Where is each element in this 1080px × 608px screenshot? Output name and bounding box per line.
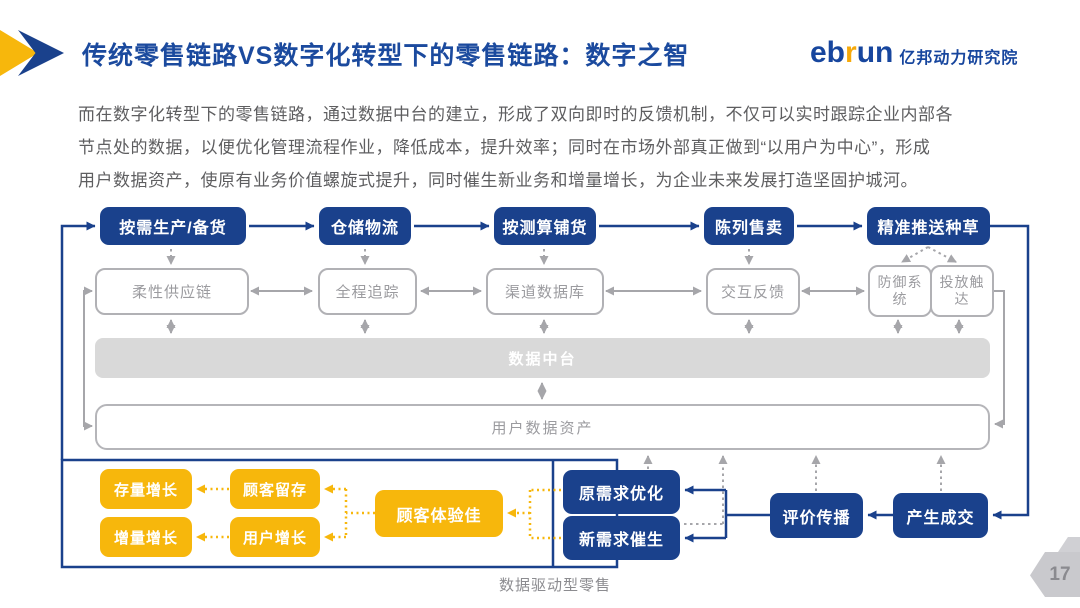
- brand-un: un: [856, 36, 894, 69]
- bottom-caption: 数据驱动型零售: [498, 577, 611, 594]
- intro-line: 节点处的数据，以便优化管理流程作业，降低成本，提升效率；同时在市场外部真正做到“…: [78, 138, 931, 157]
- flow-node-produce-on-demand: 按需生产/备货: [100, 207, 246, 245]
- brand-org-name: 亿邦动力研究院: [899, 50, 1019, 67]
- growth-box-stock-growth: 存量增长: [100, 469, 192, 509]
- growth-box-user-growth: 用户增长: [230, 517, 320, 557]
- capability-defense-system: 防御系统: [868, 265, 932, 317]
- page-number: 17: [1049, 563, 1071, 585]
- demand-box-original-optimized: 原需求优化: [563, 470, 680, 514]
- data-platform-bar: 数据中台: [95, 338, 990, 378]
- capability-channel-database: 渠道数据库: [486, 268, 604, 315]
- intro-paragraph: 而在数字化转型下的零售链路，通过数据中台的建立，形成了双向即时的反馈机制，不仅可…: [78, 98, 953, 197]
- flow-node-precision-push: 精准推送种草: [867, 207, 990, 245]
- demand-box-new-generated: 新需求催生: [563, 516, 680, 560]
- growth-box-customer-retention: 顾客留存: [230, 469, 320, 509]
- growth-box-incremental-growth: 增量增长: [100, 517, 192, 557]
- user-data-asset-bar: 用户数据资产: [95, 404, 990, 450]
- intro-line: 用户数据资产，使原有业务价值螺旋式提升，同时催生新业务和增量增长，为企业未来发展…: [78, 171, 918, 190]
- conversion-box-deal-made: 产生成交: [893, 493, 988, 538]
- brand-r: r: [845, 36, 857, 69]
- flow-node-warehouse-logistics: 仓储物流: [319, 207, 411, 245]
- brand-logo-text: ebrun: [810, 38, 893, 68]
- flow-node-calculated-distribution: 按测算铺货: [494, 207, 596, 245]
- capability-interactive-feedback: 交互反馈: [706, 268, 800, 315]
- intro-line: 而在数字化转型下的零售链路，通过数据中台的建立，形成了双向即时的反馈机制，不仅可…: [78, 105, 953, 124]
- capability-flexible-supply-chain: 柔性供应链: [95, 268, 249, 315]
- experience-box: 顾客体验佳: [375, 490, 503, 537]
- brand-logo: ebrun 亿邦动力研究院: [810, 38, 1018, 68]
- conversion-box-review-spread: 评价传播: [770, 493, 863, 538]
- flow-node-display-sell: 陈列售卖: [704, 207, 794, 245]
- brand-eb: eb: [810, 36, 846, 69]
- page-title: 传统零售链路VS数字化转型下的零售链路：数字之智: [82, 42, 690, 70]
- capability-ad-reach: 投放触达: [930, 265, 994, 317]
- capability-full-tracking: 全程追踪: [318, 268, 417, 315]
